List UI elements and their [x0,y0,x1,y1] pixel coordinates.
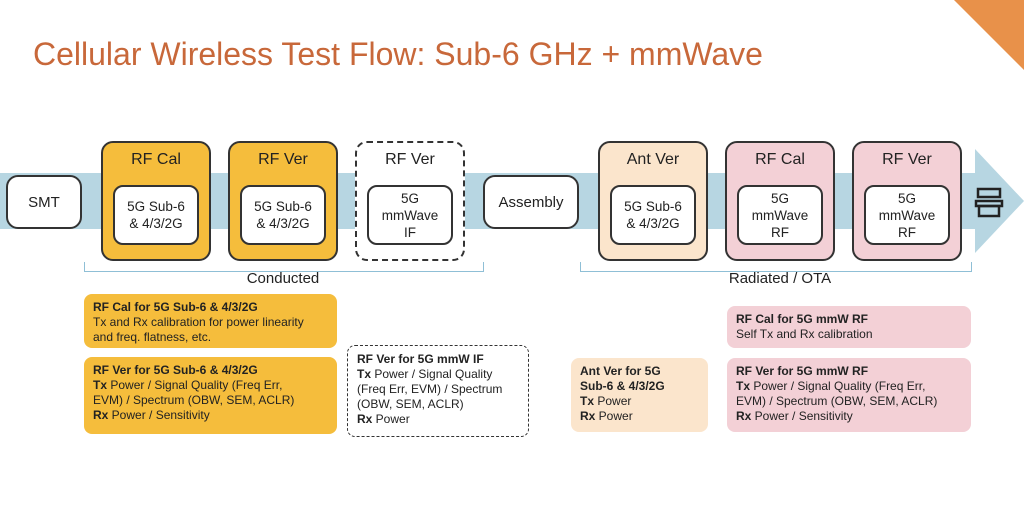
corner-accent [954,0,1024,70]
note-rf-ver-mmw: RF Ver for 5G mmW RF Tx Power / Signal Q… [727,358,971,432]
step-rf-ver-mmw-label: RF Ver [882,151,932,168]
step-rf-cal-mmw: RF Cal 5G mmWave RF [725,141,835,261]
note-rx-text: Power [595,409,633,423]
note-rx-text: Power / Sensitivity [108,408,210,422]
step-rf-cal-mmw-detail: 5G mmWave RF [737,185,823,245]
note-rx-label: Rx [736,409,752,423]
step-assembly-label: Assembly [498,193,564,211]
note-rf-ver-mmw-heading: RF Ver for 5G mmW RF [736,364,869,378]
note-tx-text: Power / Signal Quality [371,367,493,381]
note-tx-text: Power / Signal Quality (Freq Err, [107,378,283,392]
note-rf-ver-mmw-if: RF Ver for 5G mmW IF Tx Power / Signal Q… [347,345,529,437]
note-tx-text: Power [594,394,632,408]
note-rf-cal-sub6-line: and freq. flatness, etc. [93,330,212,344]
note-tx-label: Tx [580,394,595,408]
step-rf-cal-sub6-label: RF Cal [131,151,181,168]
note-rf-cal-mmw: RF Cal for 5G mmW RF Self Tx and Rx cali… [727,306,971,348]
note-tx-continued: (OBW, SEM, ACLR) [357,397,464,411]
step-rf-cal-sub6: RF Cal 5G Sub-6 & 4/3/2G [101,141,211,261]
step-rf-ver-mmw-if-label: RF Ver [385,151,435,168]
step-assembly: Assembly [483,175,579,229]
step-rf-ver-mmw-detail: 5G mmWave RF [864,185,950,245]
note-rf-cal-mmw-line: Self Tx and Rx calibration [736,327,873,341]
note-rf-cal-sub6-line: Tx and Rx calibration for power linearit… [93,315,304,329]
step-ant-ver-detail: 5G Sub-6 & 4/3/2G [610,185,696,245]
step-rf-ver-mmw-if-detail: 5G mmWave IF [367,185,453,245]
page-title: Cellular Wireless Test Flow: Sub-6 GHz +… [33,36,763,72]
note-ant-ver-heading: Sub-6 & 4/3/2G [580,379,665,393]
note-rx-text: Power [372,412,410,426]
note-rx-label: Rx [357,412,373,426]
note-tx-continued: EVM) / Spectrum (OBW, SEM, ACLR) [93,393,295,407]
note-tx-continued: EVM) / Spectrum (OBW, SEM, ACLR) [736,394,938,408]
step-rf-ver-mmw-if: RF Ver 5G mmWave IF [355,141,465,261]
note-rx-text: Power / Sensitivity [751,409,853,423]
step-ant-ver: Ant Ver 5G Sub-6 & 4/3/2G [598,141,708,261]
note-tx-label: Tx [357,367,372,381]
step-rf-ver-mmw: RF Ver 5G mmWave RF [852,141,962,261]
step-rf-ver-sub6-detail: 5G Sub-6 & 4/3/2G [240,185,326,245]
conducted-label: Conducted [246,270,320,287]
note-rf-ver-mmw-if-heading: RF Ver for 5G mmW IF [357,352,484,366]
step-rf-ver-sub6: RF Ver 5G Sub-6 & 4/3/2G [228,141,338,261]
conducted-bracket [84,262,484,272]
step-rf-cal-sub6-detail: 5G Sub-6 & 4/3/2G [113,185,199,245]
note-rf-ver-sub6: RF Ver for 5G Sub-6 & 4/3/2G Tx Power / … [84,357,337,434]
note-tx-label: Tx [93,378,108,392]
radiated-label: Radiated / OTA [728,270,832,287]
note-rx-label: Rx [580,409,596,423]
step-ant-ver-label: Ant Ver [626,151,680,168]
note-ant-ver-heading: Ant Ver for 5G [580,364,661,378]
note-rx-label: Rx [93,408,109,422]
radiated-bracket [580,262,972,272]
box-exit-icon [974,187,1004,218]
step-smt: SMT [6,175,82,229]
note-tx-text: Power / Signal Quality (Freq Err, [750,379,926,393]
note-rf-cal-sub6-heading: RF Cal for 5G Sub-6 & 4/3/2G [93,300,258,314]
note-rf-cal-mmw-heading: RF Cal for 5G mmW RF [736,312,869,326]
note-tx-label: Tx [736,379,751,393]
step-smt-label: SMT [28,193,60,211]
note-rf-ver-sub6-heading: RF Ver for 5G Sub-6 & 4/3/2G [93,363,258,377]
step-rf-cal-mmw-label: RF Cal [755,151,805,168]
note-ant-ver: Ant Ver for 5G Sub-6 & 4/3/2G Tx Power R… [571,358,708,432]
note-tx-continued: (Freq Err, EVM) / Spectrum [357,382,503,396]
note-rf-cal-sub6: RF Cal for 5G Sub-6 & 4/3/2G Tx and Rx c… [84,294,337,348]
step-rf-ver-sub6-label: RF Ver [258,151,308,168]
